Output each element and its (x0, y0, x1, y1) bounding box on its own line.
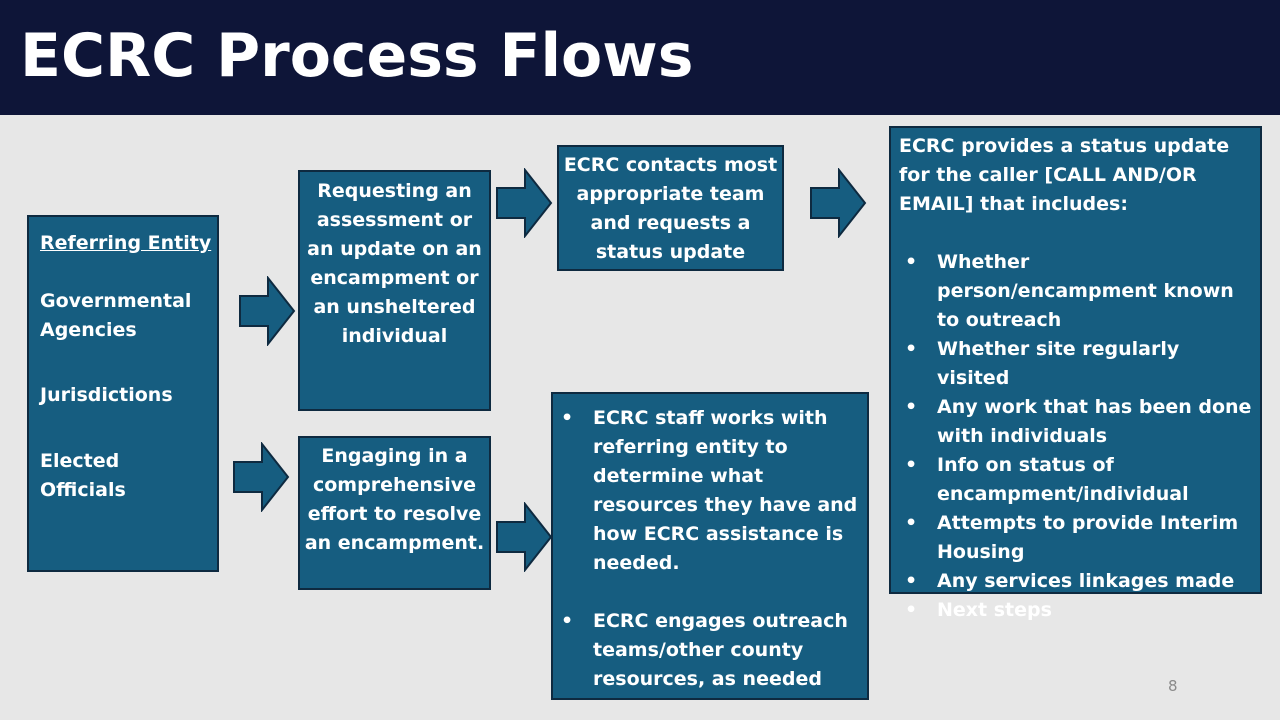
right-arrow-icon (239, 276, 296, 346)
right-arrow-icon (233, 442, 290, 512)
referring-entity-box: Referring Entity Governmental Agencies J… (27, 215, 219, 572)
bullet-icon: • (905, 570, 918, 592)
status-bullet-item: •Next steps (899, 596, 1252, 625)
status-bullet-item: •Info on status of encampment/individual (899, 451, 1252, 509)
status-bullet-item: •Attempts to provide Interim Housing (899, 509, 1252, 567)
staff-bullet-item: • ECRC engages outreach teams/other coun… (555, 607, 859, 694)
status-bullet-item: •Whether site regularly visited (899, 335, 1252, 393)
bullet-icon: • (905, 454, 918, 476)
request-assessment-box: Requesting an assessment or an update on… (298, 170, 491, 411)
ecrc-staff-box: • ECRC staff works with referring entity… (551, 392, 869, 700)
status-update-intro: ECRC provides a status update for the ca… (899, 135, 1230, 215)
status-bullet-item: •Any work that has been done with indivi… (899, 393, 1252, 451)
ecrc-contacts-text: ECRC contacts most appropriate team and … (563, 154, 778, 263)
referring-item-jurisdictions: Jurisdictions (40, 384, 173, 406)
referring-item-governmental: Governmental Agencies (40, 290, 192, 341)
bullet-icon: • (905, 338, 918, 360)
bullet-icon: • (905, 512, 918, 534)
status-bullet-item: •Whether person/encampment known to outr… (899, 248, 1252, 335)
title-bar: ECRC Process Flows (0, 0, 1280, 115)
status-update-box: ECRC provides a status update for the ca… (889, 126, 1262, 621)
status-bullet-list: •Whether person/encampment known to outr… (899, 248, 1252, 625)
status-bullet-item: •Any services linkages made (899, 567, 1252, 596)
slide-title: ECRC Process Flows (20, 21, 694, 91)
ecrc-contacts-box: ECRC contacts most appropriate team and … (557, 145, 784, 271)
page-number: 8 (1168, 677, 1178, 695)
staff-bullet-item: • ECRC staff works with referring entity… (555, 404, 859, 578)
engage-effort-text: Engaging in a comprehensive effort to re… (304, 445, 485, 554)
bullet-icon: • (905, 599, 918, 621)
bullet-icon: • (905, 396, 918, 418)
engage-effort-box: Engaging in a comprehensive effort to re… (298, 436, 491, 590)
right-arrow-icon (496, 168, 553, 238)
referring-item-elected: Elected Officials (40, 450, 126, 501)
referring-entity-heading: Referring Entity (40, 232, 212, 254)
bullet-icon: • (561, 610, 574, 632)
right-arrow-icon (496, 502, 553, 572)
bullet-icon: • (905, 251, 918, 273)
right-arrow-icon (810, 168, 867, 238)
bullet-icon: • (561, 407, 574, 429)
request-assessment-text: Requesting an assessment or an update on… (307, 180, 482, 347)
